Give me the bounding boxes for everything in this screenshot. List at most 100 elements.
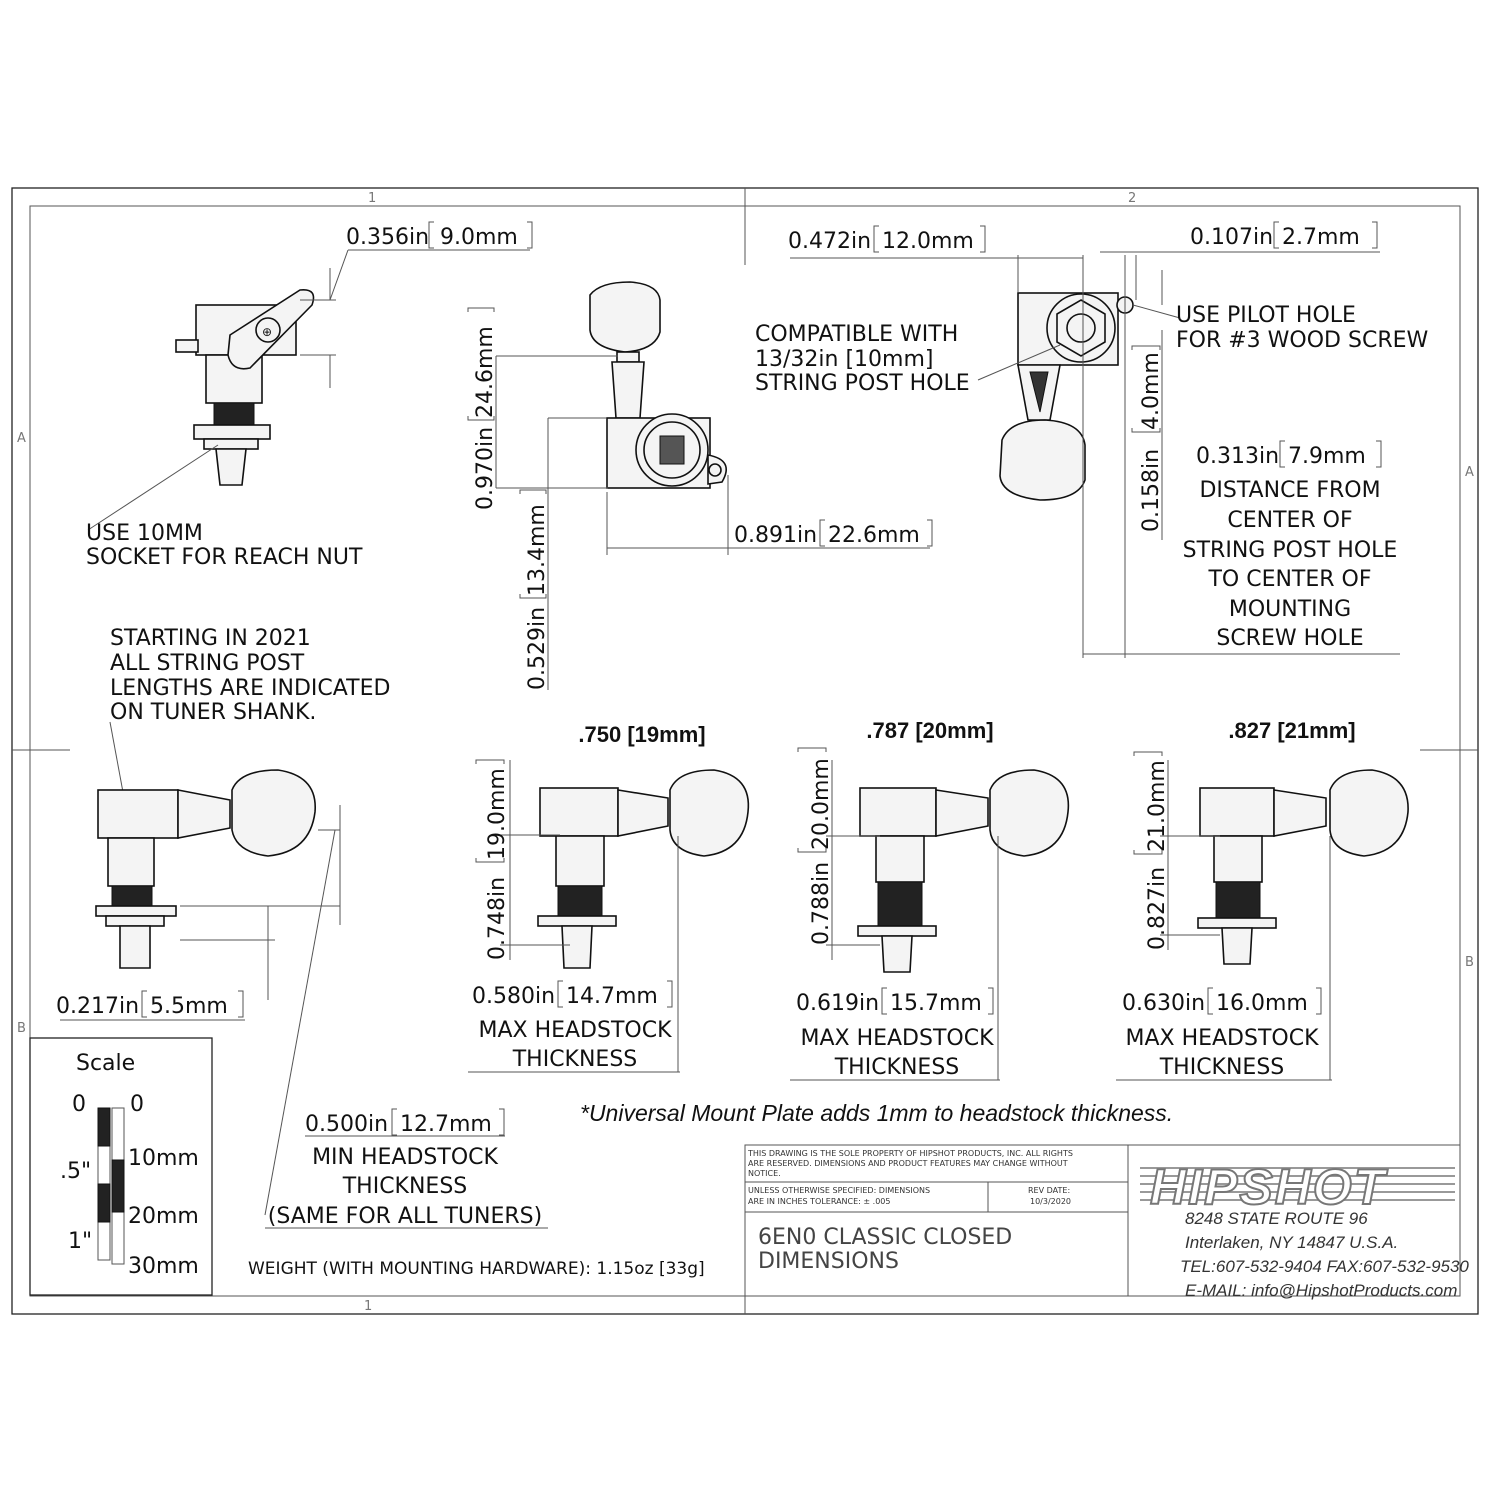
dim-back-c-mm: 4.0mm (1139, 352, 1164, 430)
zone-right-b: B (1465, 955, 1474, 970)
dim-back-d-mm: 7.9mm (1288, 444, 1366, 469)
dim-width-mm: 22.6mm (828, 523, 920, 548)
address-line-1: 8248 STATE ROUTE 96 (1185, 1209, 1368, 1228)
compat-note-3: STRING POST HOLE (755, 371, 970, 396)
dim-back-c-in: 0.158in (1139, 449, 1164, 532)
dim-back-a-in: 0.472in (788, 229, 871, 254)
variant-3-max-label-2: THICKNESS (1159, 1055, 1285, 1080)
dim-height-b-in: 0.529in (525, 607, 550, 690)
dim-back-b-mm: 2.7mm (1282, 225, 1360, 250)
svg-text:HIPSHOT: HIPSHOT (1150, 1159, 1389, 1215)
variant-19mm (537, 769, 750, 969)
address-line-4: E-MAIL: info@HipshotProducts.com (1185, 1281, 1457, 1300)
distance-note-2: CENTER OF (1227, 508, 1352, 533)
min-dim-in: 0.500in (305, 1112, 388, 1137)
dim-height-b-mm: 13.4mm (525, 504, 550, 596)
distance-note-1: DISTANCE FROM (1199, 478, 1380, 503)
variant-1-max-label-1: MAX HEADSTOCK (478, 1018, 672, 1043)
variant-1-max-label-2: THICKNESS (512, 1047, 638, 1072)
side-dim-mm: 5.5mm (150, 994, 228, 1019)
variant-3-max-in: 0.630in (1122, 991, 1205, 1016)
scale-left-1: 1" (68, 1229, 92, 1254)
shank-note-2: ALL STRING POST (110, 651, 305, 676)
distance-note-4: TO CENTER OF (1207, 567, 1371, 592)
min-label-1: MIN HEADSTOCK (312, 1145, 498, 1170)
variant-2-max-mm: 15.7mm (890, 991, 982, 1016)
hipshot-logo: HIPSHOT (1140, 1158, 1455, 1216)
side-view-tuner (95, 769, 316, 969)
distance-note-5: MOUNTING (1229, 597, 1351, 622)
drawing-title-2: DIMENSIONS (758, 1249, 899, 1274)
variant-3-title: .827 [21mm] (1228, 718, 1355, 743)
front-view-tuner (589, 281, 727, 489)
scale-right-30: 30mm (128, 1254, 199, 1279)
variant-1-max-mm: 14.7mm (566, 984, 658, 1009)
min-dim-mm: 12.7mm (400, 1112, 492, 1137)
dim-height-a-in: 0.970in (473, 427, 498, 510)
distance-note-3: STRING POST HOLE (1183, 538, 1398, 563)
variant-2-max-in: 0.619in (796, 991, 879, 1016)
compat-note-2: 13/32in [10mm] (755, 347, 933, 372)
variant-20mm (857, 769, 1070, 973)
min-label-3: (SAME FOR ALL TUNERS) (268, 1204, 542, 1229)
side-dim-in: 0.217in (56, 994, 139, 1019)
top-view-tuner: ⊕ (175, 288, 315, 486)
dim-top-mm: 9.0mm (440, 225, 518, 250)
variant-3-post-in: 0.827in (1145, 867, 1170, 950)
dim-back-a-mm: 12.0mm (882, 229, 974, 254)
zone-left-b: B (17, 1021, 26, 1036)
zone-right-a: A (1465, 465, 1474, 480)
scale-left-0: 0 (72, 1092, 86, 1117)
variant-2-title: .787 [20mm] (866, 718, 993, 743)
back-view-tuner (999, 292, 1134, 501)
shank-note-4: ON TUNER SHANK. (110, 700, 316, 725)
property-note-2: ARE RESERVED. DIMENSIONS AND PRODUCT FEA… (748, 1159, 1068, 1168)
shank-note-1: STARTING IN 2021 (110, 626, 311, 651)
variant-1-post-in: 0.748in (485, 877, 510, 960)
drawing-title-1: 6EN0 CLASSIC CLOSED (758, 1225, 1012, 1250)
min-label-2: THICKNESS (342, 1174, 468, 1199)
zone-bottom-1: 1 (364, 1299, 372, 1314)
variant-21mm (1197, 769, 1409, 965)
address-line-3: TEL:607-532-9404 FAX:607-532-9530 (1180, 1257, 1469, 1276)
property-note-3: NOTICE. (748, 1169, 781, 1178)
zone-left-a: A (17, 431, 26, 446)
scale-right-10: 10mm (128, 1146, 199, 1171)
variant-3-max-mm: 16.0mm (1216, 991, 1308, 1016)
scale-right-0: 0 (130, 1092, 144, 1117)
variant-2-post-in: 0.788in (809, 862, 834, 945)
variant-3-max-label-1: MAX HEADSTOCK (1125, 1026, 1319, 1051)
socket-note-1: USE 10MM (86, 521, 203, 546)
mount-plate-note: *Universal Mount Plate adds 1mm to heads… (580, 1100, 1173, 1126)
variant-1-post-mm: 19.0mm (485, 768, 510, 860)
variant-1-max-in: 0.580in (472, 984, 555, 1009)
variant-2-max-label-2: THICKNESS (834, 1055, 960, 1080)
compat-note-1: COMPATIBLE WITH (755, 322, 958, 347)
rev-date: 10/3/2020 (1030, 1197, 1071, 1206)
units-note-1: UNLESS OTHERWISE SPECIFIED: DIMENSIONS (748, 1186, 930, 1195)
units-note-2: ARE IN INCHES TOLERANCE: ± .005 (748, 1197, 890, 1206)
scale-title: Scale (76, 1051, 135, 1076)
rev-label: REV DATE: (1028, 1186, 1070, 1195)
variant-2-post-mm: 20.0mm (809, 758, 834, 850)
socket-note-2: SOCKET FOR REACH NUT (86, 545, 363, 570)
variant-2-max-label-1: MAX HEADSTOCK (800, 1026, 994, 1051)
zone-top-2: 2 (1128, 191, 1136, 206)
scale-box (29, 1037, 213, 1296)
dim-back-b-in: 0.107in (1190, 225, 1273, 250)
property-note-1: THIS DRAWING IS THE SOLE PROPERTY OF HIP… (747, 1149, 1073, 1158)
variant-3-post-mm: 21.0mm (1145, 760, 1170, 852)
shank-note-3: LENGTHS ARE INDICATED (110, 676, 390, 701)
address-line-2: Interlaken, NY 14847 U.S.A. (1185, 1233, 1398, 1252)
zone-top-1: 1 (368, 191, 376, 206)
variant-1-title: .750 [19mm] (578, 722, 705, 747)
scale-right-20: 20mm (128, 1204, 199, 1229)
title-block (744, 1144, 1461, 1297)
pilot-note-1: USE PILOT HOLE (1176, 303, 1356, 328)
dim-top-in: 0.356in (346, 225, 429, 250)
scale-left-half: .5" (60, 1159, 91, 1184)
weight-note: WEIGHT (WITH MOUNTING HARDWARE): 1.15oz … (248, 1259, 705, 1279)
pilot-note-2: FOR #3 WOOD SCREW (1176, 328, 1429, 353)
dim-width-in: 0.891in (734, 523, 817, 548)
